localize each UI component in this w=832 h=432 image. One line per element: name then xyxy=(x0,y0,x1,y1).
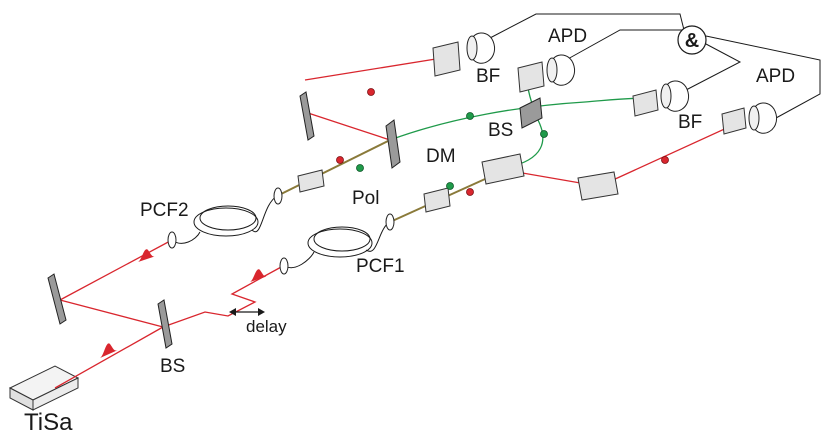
label-pol: Pol xyxy=(352,188,379,209)
mirror-bottom-right xyxy=(577,171,619,201)
pump-beam-paths xyxy=(54,57,743,389)
coincidence-label: & xyxy=(685,30,699,52)
label-bf-left: BF xyxy=(476,66,500,87)
wire-apd-mid xyxy=(685,43,742,91)
tisa-laser xyxy=(8,365,80,411)
label-apd-right: APD xyxy=(756,66,795,87)
wire-apd-right xyxy=(705,35,821,119)
detector-wiring xyxy=(489,13,821,119)
bandpass-filter-right xyxy=(632,89,659,117)
coupling-lenses xyxy=(167,187,395,275)
bandpass-filter-left-2 xyxy=(517,61,545,93)
beamsplitter-source xyxy=(157,299,173,349)
laser-pulses xyxy=(100,249,268,358)
bandpass-filter-left xyxy=(432,41,461,77)
polarizer-lower xyxy=(423,187,451,213)
coincidence-unit: & xyxy=(677,25,707,55)
mirror-left xyxy=(47,273,67,325)
beamsplitter-detection xyxy=(519,97,543,129)
mirror-top-left xyxy=(299,91,315,141)
mirror-right-lower xyxy=(481,153,525,185)
apd-detector-3 xyxy=(660,80,690,112)
apd-detector-1 xyxy=(466,32,496,64)
tisa-label: TiSa xyxy=(24,409,73,432)
delay-arrow xyxy=(229,308,265,316)
label-apd-left: APD xyxy=(548,26,587,47)
label-delay: delay xyxy=(246,317,287,336)
photon-dots xyxy=(336,88,669,196)
polarizer-upper xyxy=(297,169,325,193)
label-dm: DM xyxy=(426,146,456,167)
wire-apd-left xyxy=(565,29,682,61)
apd-detector-4 xyxy=(748,102,778,134)
dichroic-mirror xyxy=(385,119,401,169)
label-bs-detect: BS xyxy=(488,120,513,141)
label-bf-right: BF xyxy=(678,112,702,133)
apd-detector-2 xyxy=(546,54,576,86)
label-bs-source: BS xyxy=(160,356,185,377)
wire-apd-top-left xyxy=(489,13,685,39)
label-pcf2: PCF2 xyxy=(140,200,189,221)
fiber-pcf2 xyxy=(171,195,278,244)
bandpass-filter-right-2 xyxy=(721,107,747,135)
label-pcf1: PCF1 xyxy=(356,256,405,277)
